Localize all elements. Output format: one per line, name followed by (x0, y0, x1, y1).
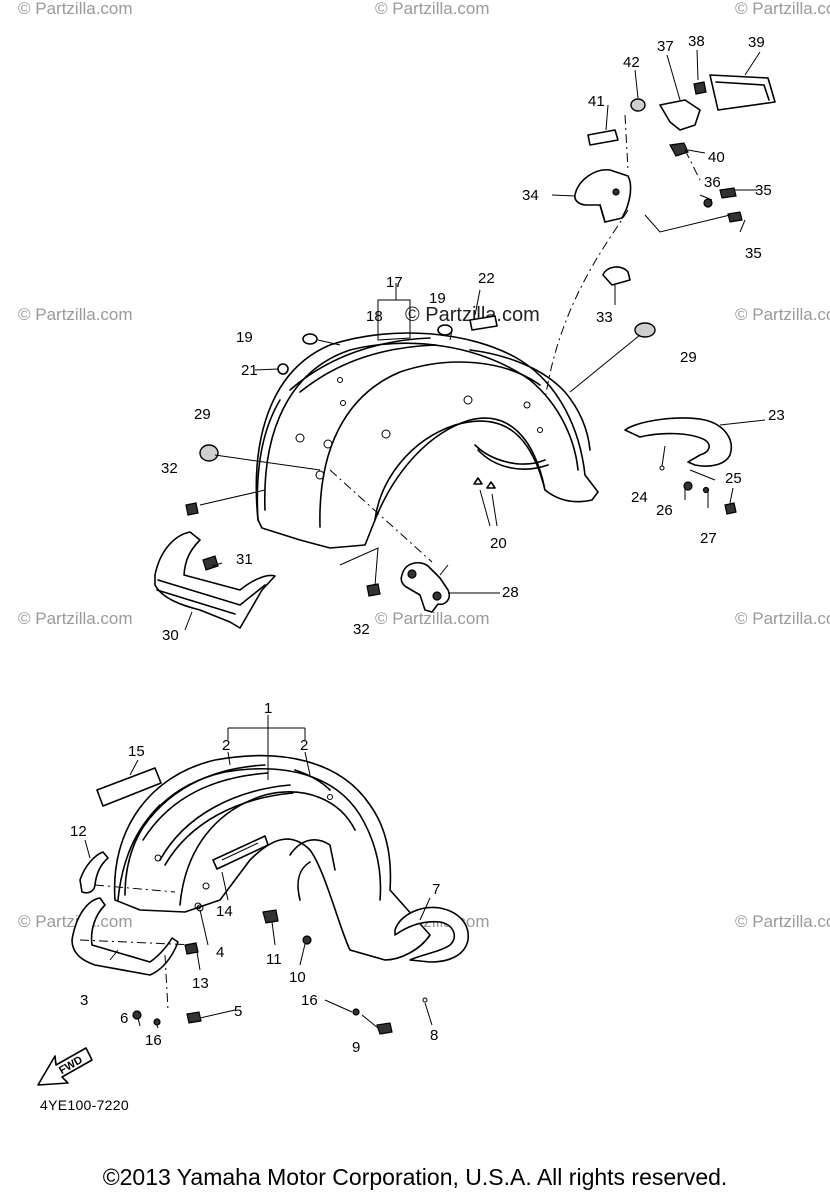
watermark: © Partzilla.com (18, 305, 133, 324)
watermark: © Partzilla.com (735, 609, 830, 628)
front-fender-stays (71, 767, 469, 976)
callout-7: 7 (432, 881, 440, 898)
callout-2: 2 (222, 737, 230, 754)
callout-28: 28 (502, 584, 519, 601)
watermark: © Partzilla.com (18, 0, 133, 18)
callout-15: 15 (128, 743, 145, 760)
callout-40: 40 (708, 149, 725, 166)
reflector-bracket (624, 417, 732, 467)
callout-12: 12 (70, 823, 87, 840)
callout-4: 4 (216, 944, 224, 961)
upper-hardware (185, 315, 737, 597)
callout-11: 11 (266, 951, 282, 968)
callout-8: 8 (430, 1027, 438, 1044)
watermark: © Partzilla.com (735, 912, 830, 931)
callout-16: 16 (145, 1032, 162, 1049)
callout-27: 27 (700, 530, 717, 547)
callout-26: 26 (656, 502, 673, 519)
lower-leader-lines (79, 715, 433, 1029)
callout-19: 19 (236, 329, 253, 346)
callout-29: 29 (194, 406, 211, 423)
watermark: © Partzilla.com (735, 0, 830, 18)
callout-17: 17 (386, 274, 403, 291)
callout-3: 3 (80, 992, 88, 1009)
diagram-part-code: 4YE100-7220 (40, 1097, 129, 1113)
callout-2: 2 (300, 737, 308, 754)
callout-34: 34 (522, 187, 539, 204)
watermark: © Partzilla.com (375, 609, 490, 628)
callout-20: 20 (490, 535, 507, 552)
watermark: © Partzilla.com (735, 305, 830, 324)
callout-5: 5 (234, 1003, 242, 1020)
watermark: © Partzilla.com (375, 0, 490, 18)
callout-10: 10 (289, 969, 306, 986)
callout-14: 14 (216, 903, 233, 920)
callout-9: 9 (352, 1039, 360, 1056)
watermark: © Partzilla.com (18, 912, 133, 931)
callout-37: 37 (657, 38, 674, 55)
fwd-arrow-icon: FWD (37, 1047, 93, 1086)
callout-31: 31 (236, 551, 253, 568)
front-fender (113, 754, 431, 961)
callout-29: 29 (680, 349, 697, 366)
callout-16: 16 (301, 992, 318, 1009)
callout-24: 24 (631, 489, 648, 506)
lower-hardware (132, 904, 428, 1035)
callout-33: 33 (596, 309, 613, 326)
callout-42: 42 (623, 54, 640, 71)
callout-25: 25 (725, 470, 742, 487)
fender-bracket (400, 561, 451, 613)
callout-39: 39 (748, 34, 765, 51)
callout-36: 36 (704, 174, 721, 191)
callout-38: 38 (688, 33, 705, 50)
callout-13: 13 (192, 975, 209, 992)
callout-19: 19 (429, 290, 446, 307)
rear-flap (154, 531, 276, 629)
callout-32: 32 (161, 460, 178, 477)
callout-23: 23 (768, 407, 785, 424)
callout-21: 21 (241, 362, 258, 379)
watermark: © Partzilla.com (18, 609, 133, 628)
callout-35: 35 (755, 182, 772, 199)
fwd-label: FWD (57, 1054, 85, 1077)
callout-6: 6 (120, 1010, 128, 1027)
copyright-notice: ©2013 Yamaha Motor Corporation, U.S.A. A… (102, 1164, 728, 1190)
callout-18: 18 (366, 308, 383, 325)
callout-labels: 1 2 2 3 4 5 6 7 8 9 10 11 12 13 14 15 16… (70, 33, 785, 1056)
callout-41: 41 (588, 93, 605, 110)
callout-22: 22 (478, 270, 495, 287)
callout-1: 1 (264, 700, 272, 717)
callout-32: 32 (353, 621, 370, 638)
callout-30: 30 (162, 627, 179, 644)
callout-35: 35 (745, 245, 762, 262)
watermark-center: © Partzilla.com (405, 304, 540, 326)
license-bracket (574, 74, 776, 338)
rear-fender (255, 332, 599, 549)
upper-leader-lines (184, 49, 766, 631)
